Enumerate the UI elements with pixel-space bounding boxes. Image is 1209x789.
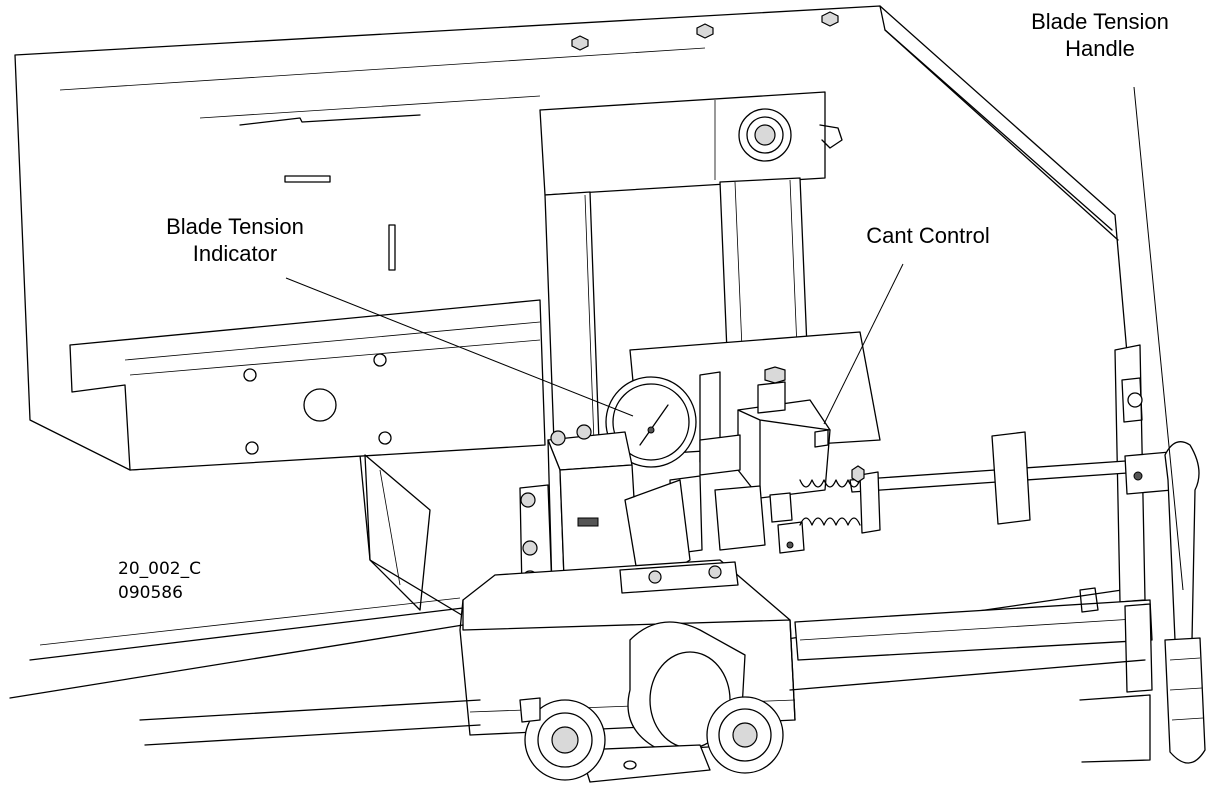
drawing-code-line: 20_002_C [118, 559, 201, 579]
drawing-code-line: 090586 [118, 583, 183, 603]
cant-control-housing [699, 366, 831, 554]
leader-blade-tension-indicator [285, 277, 634, 417]
callout-line: Cant Control [866, 223, 990, 248]
tension-handle-shape [1164, 441, 1206, 764]
top-bolts [571, 11, 839, 51]
callout-line: Indicator [192, 241, 278, 266]
callout-line: Blade Tension [166, 214, 304, 239]
callout-blade-tension-handle: Blade Tension Handle [1005, 8, 1195, 62]
motor-and-wheels [519, 621, 784, 783]
drawing-code: 20_002_C 090586 [118, 557, 201, 605]
frame-beam [69, 299, 546, 611]
callout-line: Handle [1065, 36, 1135, 61]
rails [9, 597, 1151, 763]
leader-cant-control [823, 263, 904, 425]
callout-blade-tension-indicator: Blade Tension Indicator [140, 213, 330, 267]
leader-blade-tension-handle [1133, 86, 1184, 591]
callout-cant-control: Cant Control [838, 222, 1018, 249]
tension-shaft [849, 431, 1173, 525]
callout-line: Blade Tension [1031, 9, 1169, 34]
